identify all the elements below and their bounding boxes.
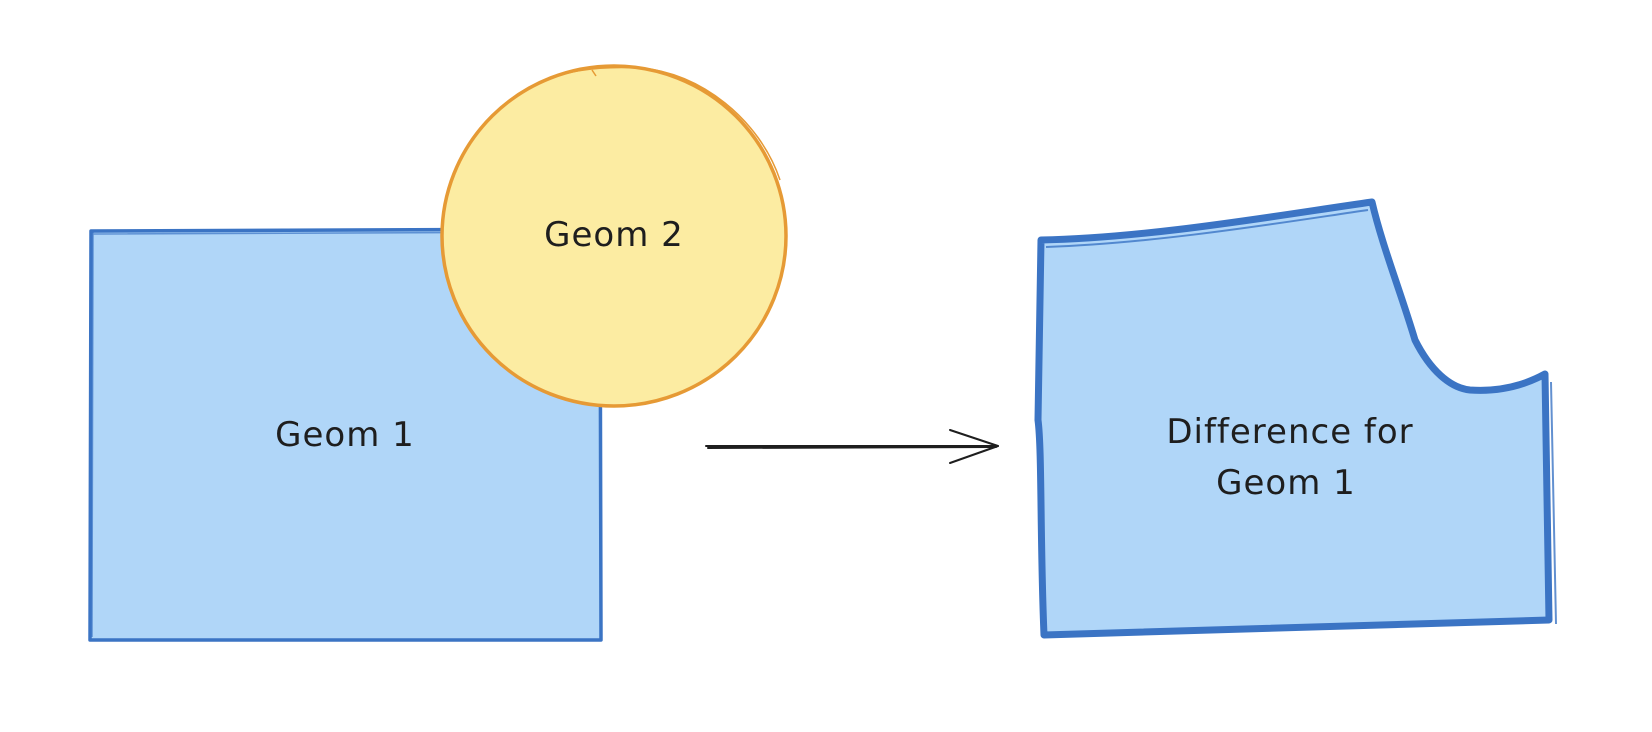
difference-result-sketch-stroke: [1045, 209, 1557, 625]
geom2-circle-sketch-stroke: [544, 66, 781, 181]
geom1-label: Geom 1: [275, 415, 415, 455]
geom2-label: Geom 2: [544, 215, 684, 255]
difference-label-line2: Geom 1: [1216, 463, 1356, 503]
geom2-circle: [440, 64, 788, 408]
arrow-head: [949, 429, 999, 464]
difference-result-shape: [1034, 198, 1553, 639]
arrow-shaft: [705, 445, 999, 449]
geom2-circle-sketch-tick: [591, 69, 597, 77]
difference-label-line1: Difference for: [1166, 412, 1413, 452]
